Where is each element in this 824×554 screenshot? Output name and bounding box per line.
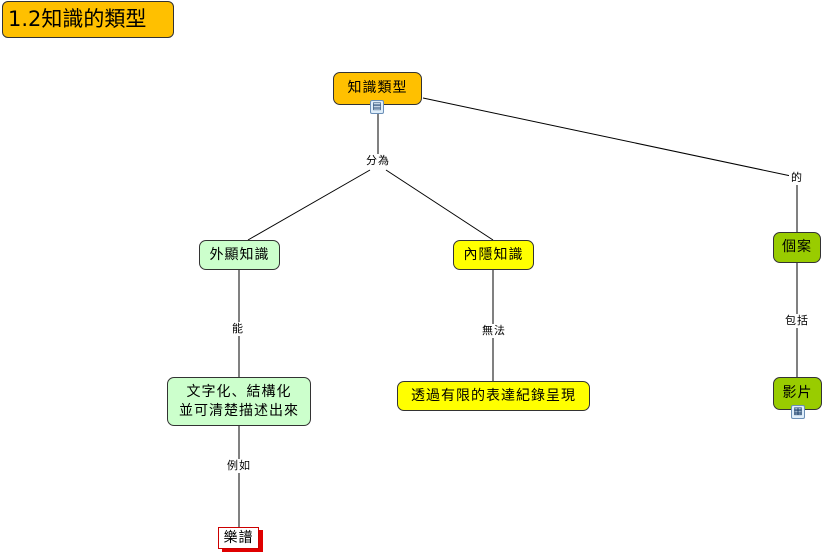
structured-description-node[interactable]: 文字化、結構化 並可清楚描述出來: [167, 377, 311, 426]
divide-to-explicit-link: [247, 169, 371, 241]
limited-expression-node[interactable]: 透過有限的表達紀錄呈現: [397, 381, 590, 411]
link-label-include: 包括: [783, 314, 811, 328]
document-icon[interactable]: ▤: [370, 100, 384, 114]
tacit-knowledge-node[interactable]: 內隱知識: [453, 240, 534, 270]
diagram-title: 1.2知識的類型: [2, 1, 174, 38]
video-node[interactable]: 影片: [773, 377, 822, 410]
root-to-of-link: [422, 97, 792, 177]
link-label-cannot: 無法: [480, 324, 508, 338]
link-label-divide: 分為: [364, 154, 392, 168]
explicit-knowledge-node[interactable]: 外顯知識: [199, 240, 280, 270]
link-label-example: 例如: [225, 459, 253, 473]
link-label-of: 的: [789, 171, 805, 185]
film-icon[interactable]: ▦: [791, 405, 805, 419]
divide-to-tacit-link: [385, 169, 494, 241]
music-score-node[interactable]: 樂譜: [218, 527, 259, 549]
case-node[interactable]: 個案: [773, 232, 821, 263]
link-label-can: 能: [230, 322, 246, 336]
